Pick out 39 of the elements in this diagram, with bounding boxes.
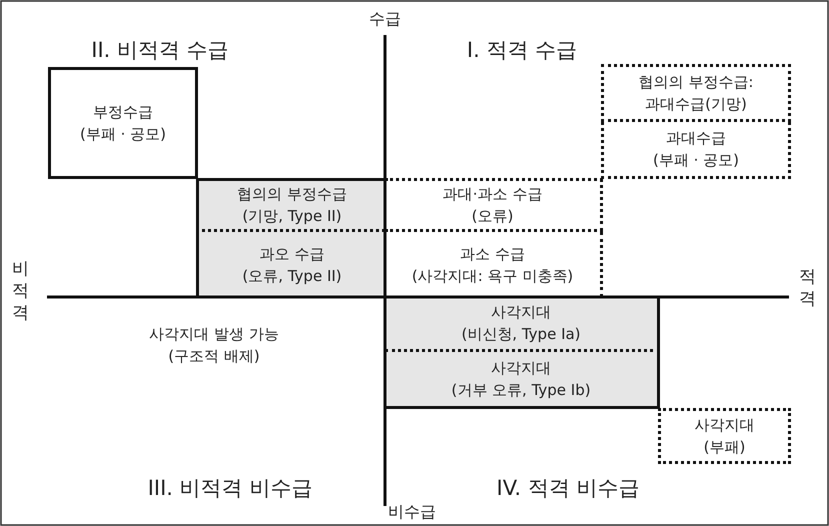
box-heading: 사각지대 <box>694 415 754 436</box>
category-box <box>196 178 385 232</box>
box-note: (기망, Type II) <box>242 206 342 227</box>
axis-label: 비수급 <box>388 502 436 522</box>
box-heading: 부정수급 <box>93 102 153 123</box>
box-heading: 협의의 부정수급 <box>237 184 347 205</box>
axis-label: 수급 <box>369 9 401 28</box>
box-note: (부패 · 공모) <box>80 124 166 145</box>
category-box <box>385 297 660 352</box>
category-box <box>601 64 791 122</box>
axis-label: 적격 <box>799 266 817 310</box>
category-box <box>196 232 385 297</box>
box-heading: 과대·과소 수급 <box>442 184 542 205</box>
box-note: (오류, Type II) <box>242 266 342 286</box>
box-note: (비신청, Type Ia) <box>461 324 581 345</box>
box-note: (사각지대: 욕구 미충족) <box>412 266 574 286</box>
box-note: (거부 오류, Type Ib) <box>451 380 591 401</box>
box-heading: 과소 수급 <box>460 244 525 264</box>
axis-label: 비적격 <box>12 258 30 324</box>
box-heading: 과대수급 <box>666 128 726 149</box>
box-note: (오류) <box>472 206 514 227</box>
box-note: (부패) <box>704 437 746 458</box>
quadrant-title: I. 적격 수급 <box>466 38 578 64</box>
quadrant-title: II. 비적격 수급 <box>91 38 229 64</box>
box-heading: 사각지대 <box>491 358 551 379</box>
category-box <box>48 67 198 179</box>
category-box <box>601 122 791 179</box>
category-box <box>385 178 603 232</box>
category-box <box>385 352 660 409</box>
box-note: 과대수급(기망) <box>645 94 747 115</box>
box-heading: 협의의 부정수급: <box>638 72 754 93</box>
quadrant-title: III. 비적격 비수급 <box>148 476 312 502</box>
region-label: 사각지대 발생 가능 <box>149 325 279 343</box>
box-heading: 사각지대 <box>491 302 551 323</box>
quadrant-title: IV. 적격 비수급 <box>496 476 640 502</box>
region-label: (구조적 배제) <box>168 347 260 365</box>
box-note: (부패 · 공모) <box>652 150 739 171</box>
category-box <box>658 408 791 464</box>
box-heading: 과오 수급 <box>260 244 324 264</box>
